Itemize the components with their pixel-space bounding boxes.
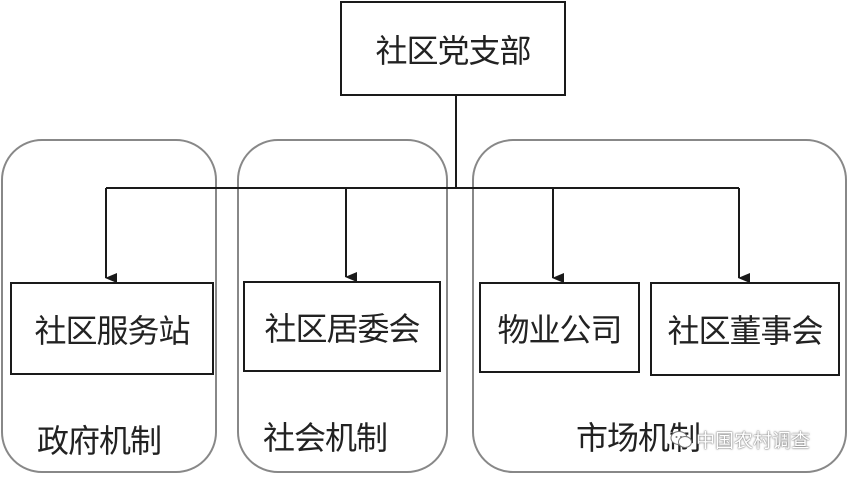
group-container-social: [237, 139, 448, 473]
group-label-government: 政府机制: [37, 422, 162, 460]
group-label-social: 社会机制: [263, 419, 388, 457]
node-residents-committee: 社区居委会: [243, 281, 441, 372]
node-property-company: 物业公司: [479, 282, 640, 373]
watermark: 中国农村调查: [670, 426, 810, 453]
wechat-icon: [670, 430, 692, 448]
watermark-text: 中国农村调查: [696, 430, 811, 452]
root-node: 社区党支部: [340, 1, 566, 96]
group-container-government: [1, 139, 217, 473]
group-container-market: [472, 139, 847, 473]
node-community-board: 社区董事会: [650, 282, 840, 376]
node-service-station: 社区服务站: [10, 282, 214, 375]
